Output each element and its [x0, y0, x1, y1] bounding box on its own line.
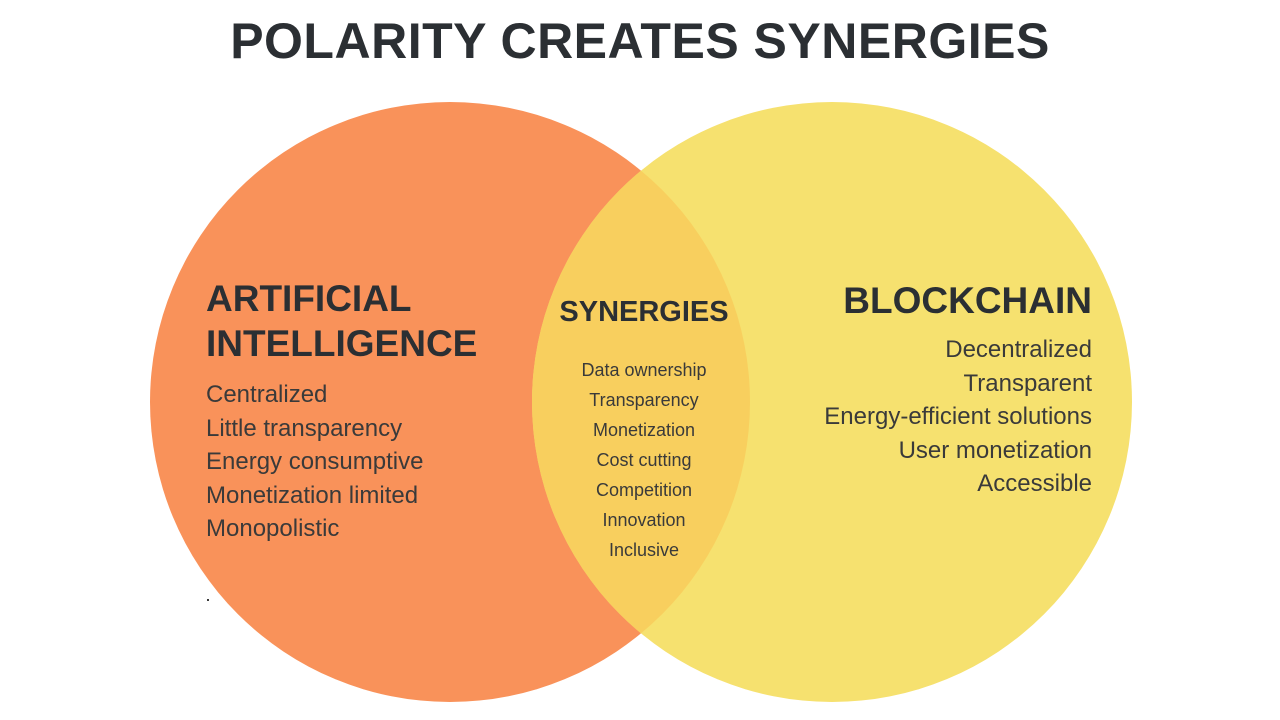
synergies-list: Data ownership Transparency Monetization…: [534, 355, 754, 565]
synergy-overlap: [532, 102, 750, 702]
synergy-item: Competition: [595, 480, 693, 500]
blockchain-item: Decentralized: [945, 336, 1092, 363]
blockchain-item: Energy-efficient solutions: [824, 403, 1092, 430]
synergies-heading: SYNERGIES: [559, 296, 729, 328]
ai-heading-line-1: ARTIFICIAL: [206, 278, 412, 319]
stray-dot: [207, 599, 209, 601]
ai-list: Centralized Little transparency Energy c…: [206, 378, 423, 546]
ai-item: Centralized: [206, 381, 328, 408]
blockchain-heading: BLOCKCHAIN: [843, 280, 1092, 321]
blockchain-item: Transparent: [963, 369, 1092, 397]
synergy-item: Inclusive: [608, 540, 680, 560]
blockchain-item: User monetization: [898, 436, 1092, 464]
synergy-item: Transparency: [589, 390, 699, 410]
ai-item: Little transparency: [206, 414, 403, 442]
synergy-item: Data ownership: [581, 360, 707, 380]
blockchain-item: Accessible: [977, 470, 1092, 497]
ai-item: Energy consumptive: [206, 448, 424, 475]
ai-heading: ARTIFICIAL INTELLIGENCE: [206, 276, 477, 366]
page-title: POLARITY CREATES SYNERGIES: [230, 13, 1050, 69]
ai-item: Monopolistic: [206, 515, 340, 542]
synergy-item: Innovation: [602, 510, 686, 530]
ai-heading-line-2: INTELLIGENCE: [206, 323, 478, 364]
blockchain-list: Decentralized Transparent Energy-efficie…: [824, 333, 1092, 501]
synergy-item: Cost cutting: [596, 450, 692, 470]
synergy-item: Monetization: [592, 420, 696, 440]
ai-item: Monetization limited: [206, 481, 419, 509]
